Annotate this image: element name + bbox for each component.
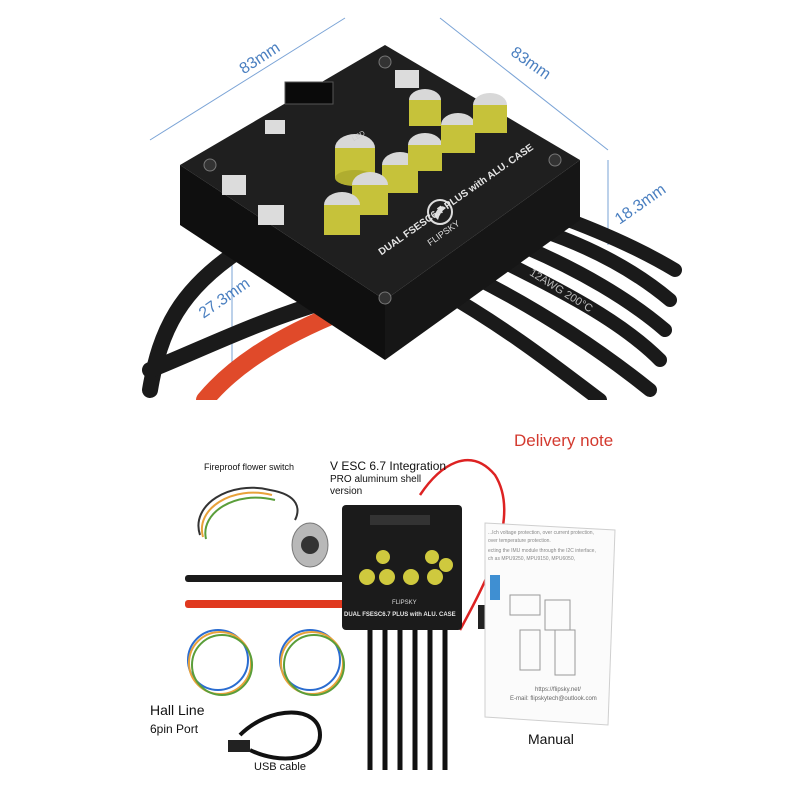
fireproof-switch-label: Fireproof flower switch: [204, 462, 295, 472]
version-label: version: [330, 486, 363, 497]
hall-line-label: Hall Line: [150, 702, 205, 718]
capacitors: [359, 550, 453, 585]
switch-button: [301, 536, 319, 554]
capacitors: [324, 89, 507, 235]
screws: [203, 55, 562, 305]
delivery-contents-photo: [0, 405, 800, 800]
esc-board: [342, 505, 462, 630]
manual-text-line: ecting the IMU module through the I2C in…: [488, 548, 596, 554]
dimension-lines: [149, 17, 609, 380]
power-cables: [142, 208, 682, 400]
manual-figure: [490, 575, 500, 600]
usb-cable: [238, 710, 323, 761]
switch-wire: [197, 486, 299, 540]
manual-sheet: [484, 522, 616, 726]
flipsky-logo: [427, 199, 453, 225]
manual-label: Manual: [528, 731, 574, 747]
hall-line-right: [279, 629, 345, 696]
board-model-bottom: DUAL FSESC6.7 PLUS with ALU. CASE: [344, 612, 456, 618]
signal-wire: [418, 458, 506, 631]
usb-plug: [228, 740, 250, 752]
connector: [370, 515, 430, 525]
delivery-note-title: Delivery note: [514, 431, 614, 450]
manual-email: E-mail: flipskytech@outlook.com: [510, 696, 597, 702]
pro-shell-label: PRO aluminum shell: [330, 474, 422, 485]
esc-case-side-right: [385, 160, 580, 360]
connector: [395, 70, 419, 88]
manual-text-line: ...Ich voltage protection, over current …: [488, 530, 594, 536]
integration-label: V ESC 6.7 Integration: [330, 459, 447, 473]
connector: [258, 205, 284, 225]
usb-cable-label: USB cable: [254, 761, 306, 773]
manual-text-line: over temperature protection.: [488, 538, 551, 544]
hall-line-left: [187, 629, 253, 696]
black-cable: [185, 575, 355, 582]
connector: [222, 175, 246, 195]
manual-diagrams: [509, 594, 576, 676]
connector: [284, 81, 334, 105]
manual-text-line: ch as MPU9250, MPU9150, MPU6050,: [488, 556, 575, 562]
six-pin-label: 6pin Port: [150, 722, 199, 736]
product-photo-top: [142, 17, 682, 400]
motor-leads: [367, 630, 448, 770]
connector: [265, 120, 285, 134]
red-cable: [185, 600, 355, 608]
board-brand-bottom: FLIPSKY: [392, 600, 417, 606]
manual-url: https://flipsky.net/: [535, 687, 581, 693]
esc-case-side-left: [180, 165, 385, 360]
